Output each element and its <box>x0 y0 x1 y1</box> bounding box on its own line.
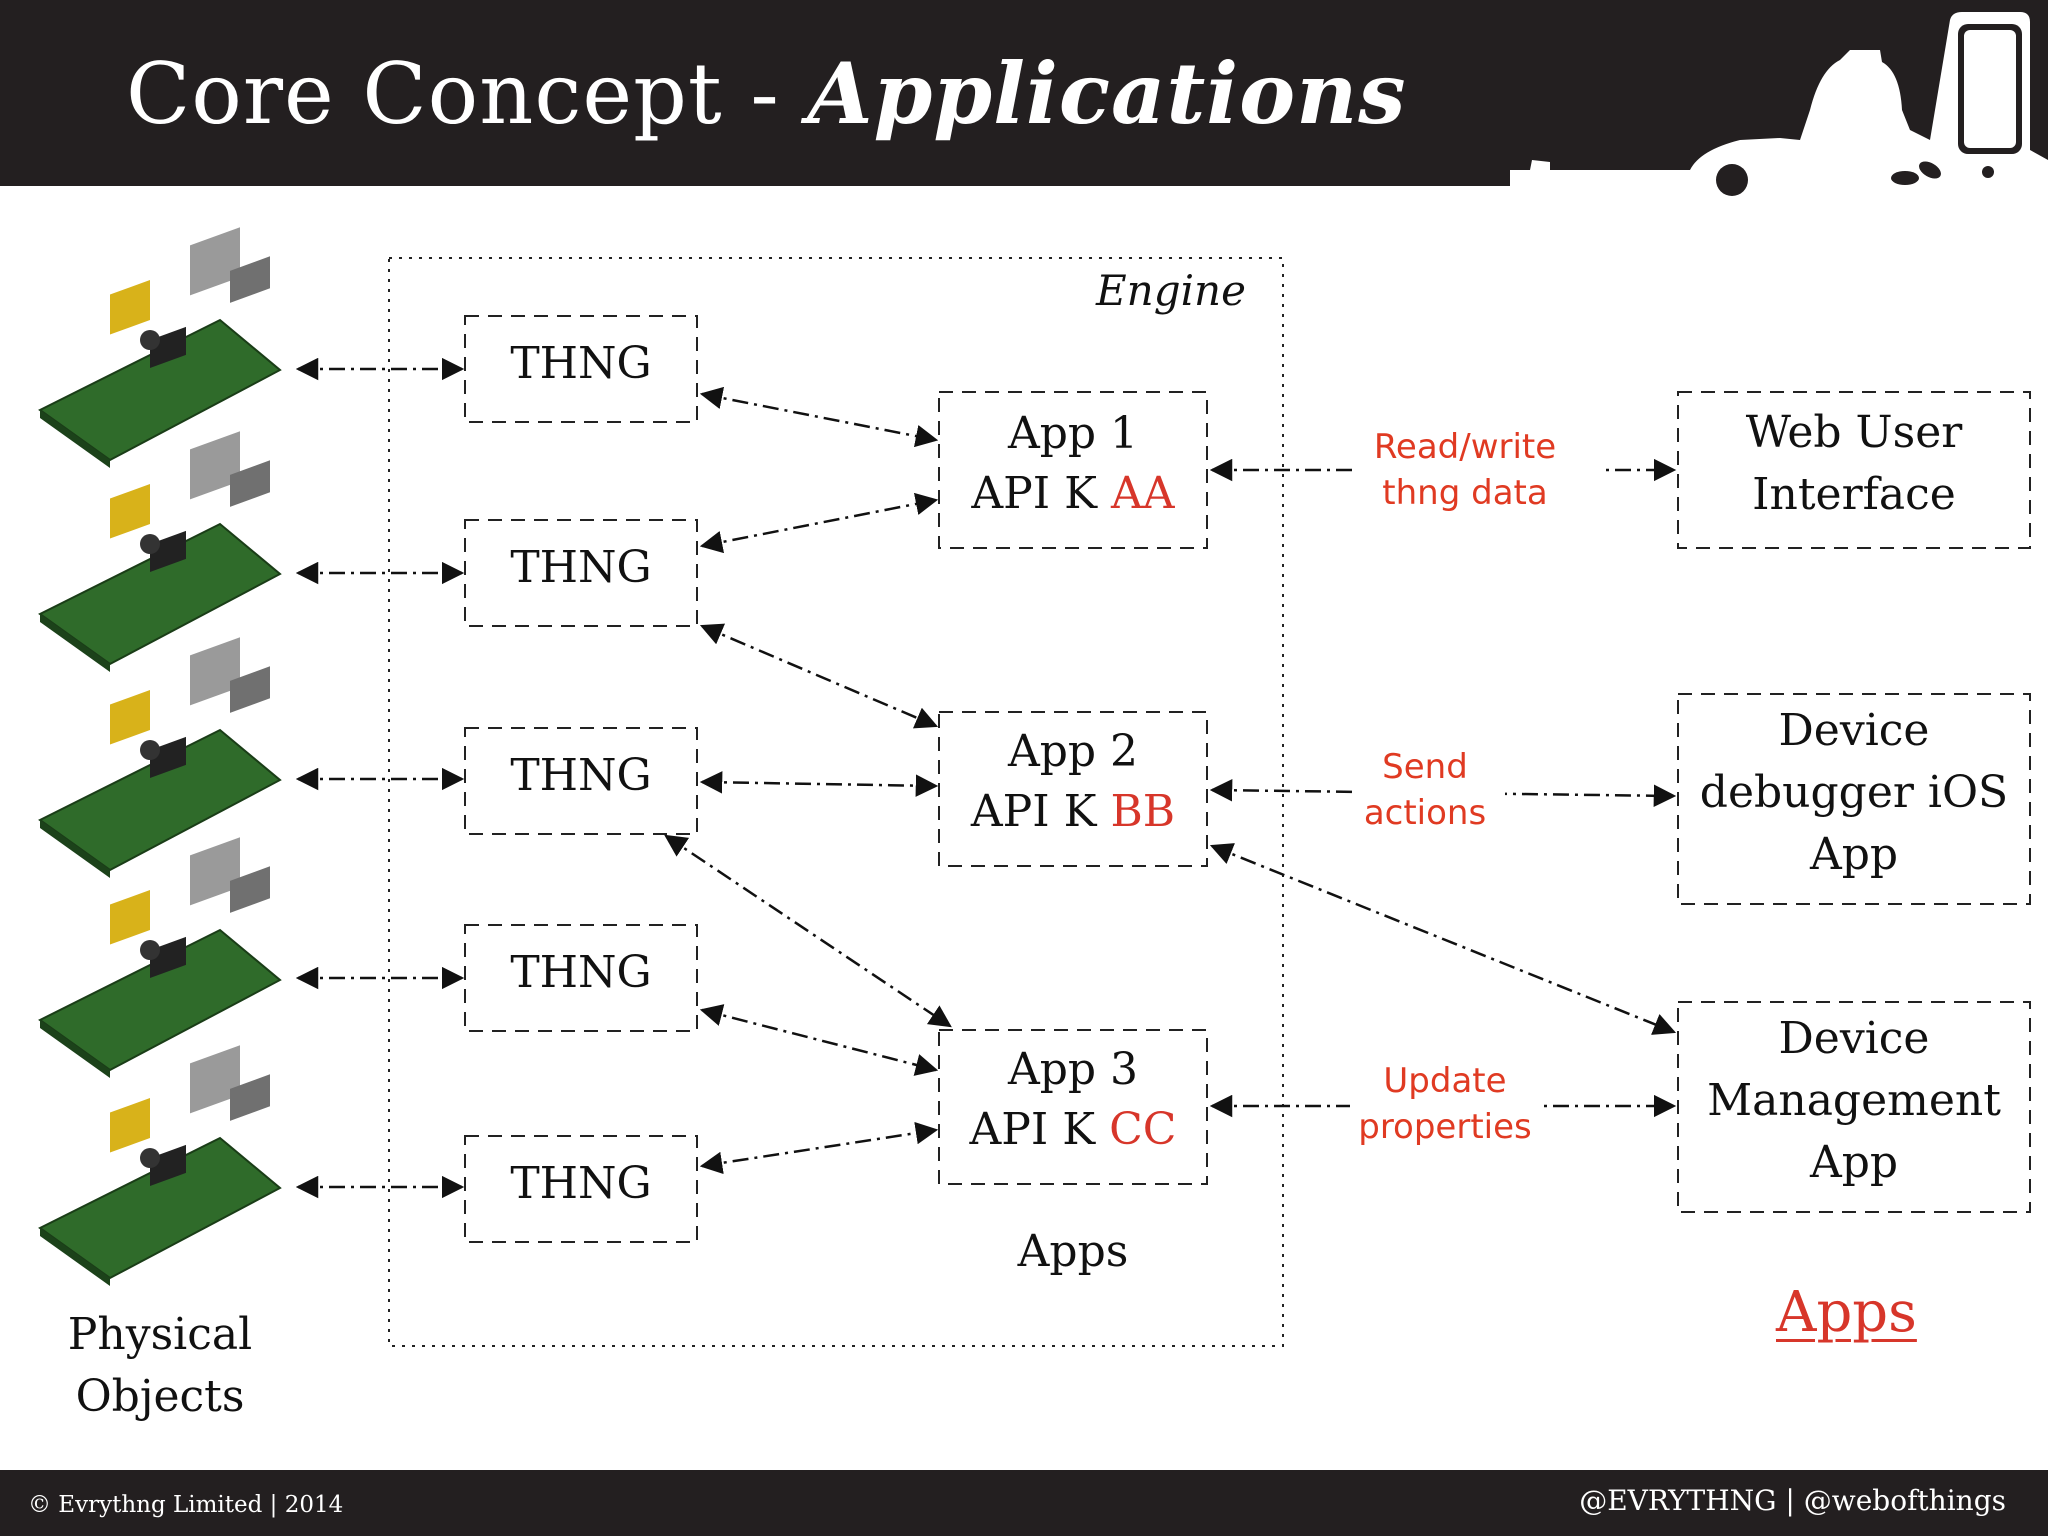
client-box <box>1677 693 2031 905</box>
footer-copyright: © Evrythng Limited | 2014 <box>28 1492 344 1518</box>
api-key-value: CC <box>1109 1104 1177 1155</box>
thng-app-arrow <box>699 1004 939 1076</box>
footer-bar <box>0 1470 2048 1536</box>
thng-box <box>464 1135 698 1243</box>
api-key-line: API K CC <box>969 1104 1177 1155</box>
api-key-value: BB <box>1110 786 1176 837</box>
engine-boundary <box>388 257 1284 1347</box>
thng-box <box>464 519 698 627</box>
thng-app-arrow <box>699 386 939 448</box>
title-plain: Core Concept - <box>126 45 808 143</box>
thng-app-arrow <box>664 834 952 1028</box>
title-emphasis: Applications <box>807 44 1407 143</box>
app-name: App 2 <box>1007 726 1139 777</box>
thng-app-arrow <box>699 623 939 729</box>
apps-heading: Apps <box>1776 1280 1917 1345</box>
board-group <box>38 227 282 1286</box>
app-1-label: App 1 API K AA <box>939 404 1207 524</box>
app-2-label: App 2 API K BB <box>939 722 1207 842</box>
thng-box <box>464 315 698 423</box>
devices-illustration-icon <box>1510 12 2048 196</box>
engine-label: Engine <box>1096 266 1246 315</box>
api-key-line: API K AA <box>971 468 1175 519</box>
thng-label: THNG <box>510 1158 652 1209</box>
api-key-line: API K BB <box>970 786 1176 837</box>
app-client-arrow <box>1209 843 1677 1035</box>
client-box <box>1677 1001 2031 1213</box>
app-box <box>938 391 1208 549</box>
thng-label: THNG <box>510 542 652 593</box>
apps-caption: Apps <box>1017 1226 1129 1277</box>
page-title: Core Concept - Applications <box>126 44 1407 143</box>
app-name: App 1 <box>1007 408 1139 459</box>
footer-handles: @EVRYTHNG | @webofthings <box>1579 1484 2006 1517</box>
app-name: App 3 <box>1007 1044 1139 1095</box>
thng-app-arrow <box>699 771 939 797</box>
thng-app-arrow <box>699 1121 939 1175</box>
app-box <box>938 1029 1208 1185</box>
api-key-value: AA <box>1111 468 1175 519</box>
thng-label: THNG <box>510 947 652 998</box>
thng-label: THNG <box>510 338 652 389</box>
thng-box <box>464 727 698 835</box>
app-3-label: App 3 API K CC <box>939 1040 1207 1160</box>
thng-app-arrow <box>699 492 939 554</box>
thng-label: THNG <box>510 750 652 801</box>
app-box <box>938 711 1208 867</box>
